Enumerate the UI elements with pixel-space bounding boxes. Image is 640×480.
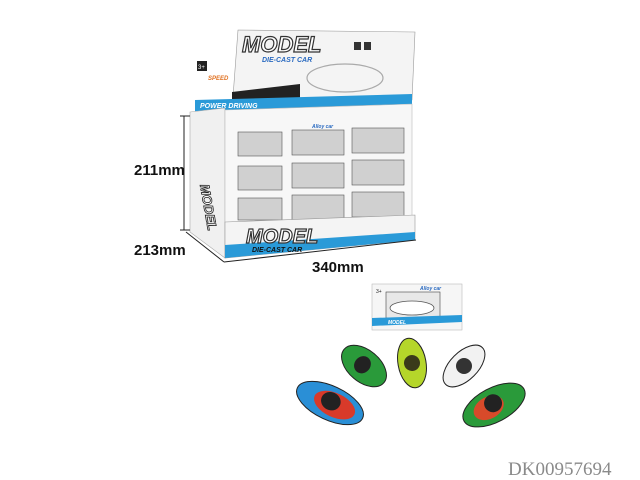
yellow-car — [397, 337, 427, 389]
single-box-age-badge: 3+ — [376, 289, 382, 295]
width-line — [223, 239, 417, 263]
single-box: Alloy car 3+ MODEL — [371, 283, 463, 331]
single-box-strip — [372, 315, 462, 326]
brand-logo-top: MODEL — [242, 32, 321, 57]
boxed-car — [389, 300, 435, 316]
unit-windows — [237, 127, 405, 221]
car-windshield — [484, 394, 503, 413]
window-label: Alloy car — [311, 124, 334, 130]
speed-logo: SPEED — [208, 76, 229, 82]
car-windshield — [404, 355, 420, 371]
green-car-2 — [462, 382, 526, 428]
watermark: DK00957694 — [508, 459, 612, 480]
width-label: 340mm — [312, 259, 364, 276]
unit-window — [291, 194, 345, 221]
unit-window — [237, 165, 283, 191]
front-blue-strip — [225, 232, 415, 258]
age-badge-text: 3+ — [198, 65, 205, 71]
height-label: 211mm — [134, 162, 185, 179]
unit-window — [351, 191, 405, 218]
white-car — [442, 344, 486, 388]
unit-window — [291, 129, 345, 156]
subtitle-front: DIE-CAST CAR — [252, 247, 302, 254]
barcode-icon — [354, 42, 361, 50]
depth-label: 213mm — [134, 242, 186, 259]
brand-logo-front: MODEL — [246, 226, 318, 248]
car-windshield — [354, 356, 371, 374]
unit-window — [237, 131, 283, 157]
single-box-brand: MODEL — [388, 320, 406, 326]
unit-window — [237, 197, 283, 221]
unit-window — [351, 127, 405, 154]
subtitle-top: DIE-CAST CAR — [262, 57, 312, 64]
unit-window — [351, 159, 405, 186]
car-sketch — [306, 63, 384, 93]
unit-window — [291, 162, 345, 189]
cars — [296, 337, 526, 428]
display-box: POWER DRIVING MODEL DIE-CAST CAR 3+ SPEE… — [189, 29, 416, 259]
single-box-label: Alloy car — [419, 286, 442, 292]
green-car-1 — [341, 344, 387, 388]
dimension-lines — [180, 115, 417, 263]
age-badge — [197, 61, 207, 71]
banner-text: POWER DRIVING — [200, 103, 258, 110]
car-windshield — [321, 392, 341, 411]
car-windshield — [456, 358, 472, 374]
qr-icon — [364, 42, 371, 50]
depth-line — [185, 231, 225, 263]
blue-red-car — [296, 380, 364, 426]
